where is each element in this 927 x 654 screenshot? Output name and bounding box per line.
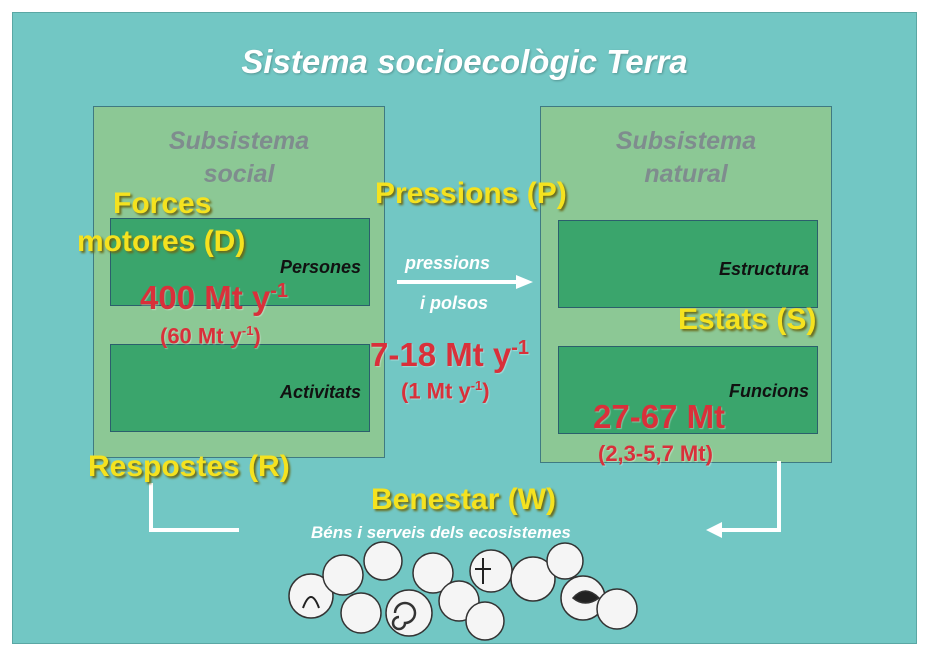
activities-box-label: Activitats	[279, 382, 361, 402]
pressures-subvalue-close: )	[482, 378, 490, 404]
drivers-value-text: 400 Mt y	[140, 279, 271, 316]
natural-subsystem-title: Subsistema natural	[541, 125, 831, 191]
drivers-subvalue: (60 Mt y-1)	[160, 323, 261, 349]
functions-box: Funcions	[558, 346, 818, 434]
pressures-arrow-label-line2: i polsos	[420, 293, 489, 313]
connector-arrows	[149, 275, 781, 641]
drivers-value-exponent: -1	[270, 280, 289, 302]
pressures-label: Pressions (P)	[375, 177, 567, 210]
services-flow-arrow-icon	[706, 461, 781, 538]
pressures-value: 7-18 Mt y-1	[370, 336, 529, 374]
states-value: 27-67 Mt	[593, 398, 726, 435]
drivers-subvalue-close: )	[253, 323, 261, 349]
welfare-label: Benestar (W)	[371, 483, 557, 516]
functions-box-label: Funcions	[729, 381, 809, 401]
natural-title-line1: Subsistema	[615, 127, 757, 155]
pressures-subvalue-exponent: -1	[470, 378, 483, 393]
people-box-label: Persones	[279, 257, 361, 277]
pressures-arrow-label-line1: pressions	[405, 253, 491, 273]
social-title-line2: social	[203, 160, 275, 188]
ecosystem-services-label: Béns i serveis dels ecosistemes	[311, 523, 571, 542]
activities-box: Activitats	[110, 344, 370, 432]
structure-box: Estructura	[558, 220, 818, 308]
pressure-arrow-icon	[397, 275, 533, 289]
natural-title-line2: natural	[644, 160, 728, 188]
pressures-subvalue-text: (1 Mt y	[401, 378, 471, 404]
ecosystem-services-icons	[288, 541, 638, 641]
states-label: Estats (S)	[678, 303, 817, 336]
pressures-subvalue: (1 Mt y-1)	[401, 378, 490, 404]
responses-label: Respostes (R)	[88, 450, 290, 483]
drivers-label: Forces	[113, 186, 211, 222]
drivers-subvalue-exponent: -1	[241, 323, 254, 338]
structure-box-label: Estructura	[718, 259, 809, 279]
diagram-title: Sistema socioecològic Terra	[241, 43, 688, 80]
response-feedback-arrow-icon	[149, 483, 239, 532]
social-title-line1: Subsistema	[168, 127, 310, 155]
social-subsystem-title: Subsistema social	[94, 125, 384, 191]
drivers-value: 400 Mt y-1	[140, 279, 288, 317]
slide: Sistema socioecològic Terra Subsistema s…	[12, 12, 917, 644]
states-subvalue: (2,3-5,7 Mt)	[598, 441, 713, 466]
drivers-label-line1: Forces	[113, 187, 212, 220]
drivers-subvalue-text: (60 Mt y	[160, 323, 242, 349]
people-box: Persones	[110, 218, 370, 306]
pressures-value-exponent: -1	[511, 337, 530, 359]
drivers-label-line2: motores (D)	[77, 225, 246, 258]
pressures-value-text: 7-18 Mt y	[370, 336, 512, 373]
